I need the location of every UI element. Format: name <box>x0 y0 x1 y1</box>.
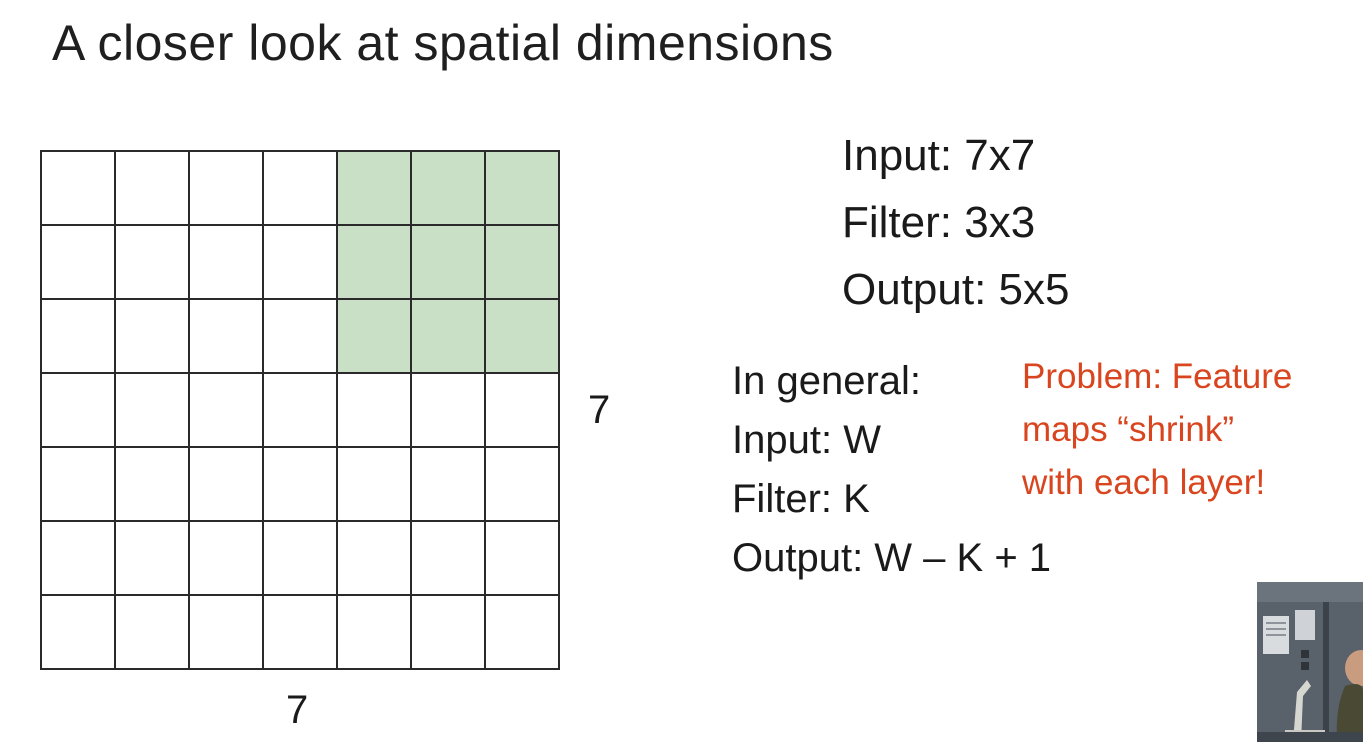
grid-cell <box>412 596 486 670</box>
grid-cell <box>190 152 264 226</box>
grid-cell <box>42 374 116 448</box>
grid-cell <box>190 226 264 300</box>
webcam-scene <box>1257 582 1363 742</box>
grid-cell <box>190 522 264 596</box>
grid-cell <box>42 448 116 522</box>
grid-cell <box>486 522 560 596</box>
grid-cell <box>42 300 116 374</box>
grid-cell <box>42 152 116 226</box>
spec-input: Input: 7x7 <box>842 131 1036 180</box>
grid-cell <box>264 448 338 522</box>
filter-window-cell <box>486 226 560 300</box>
general-filter: Filter: K <box>732 477 870 521</box>
grid-cell <box>338 596 412 670</box>
grid-cell <box>42 226 116 300</box>
input-grid <box>40 150 560 670</box>
grid-cell <box>486 448 560 522</box>
grid-cell <box>116 152 190 226</box>
filter-window-cell <box>412 152 486 226</box>
grid-cell <box>486 596 560 670</box>
grid-cell <box>264 152 338 226</box>
grid-cell <box>116 226 190 300</box>
grid-cell <box>338 448 412 522</box>
grid-cell <box>264 374 338 448</box>
grid-cell <box>412 448 486 522</box>
problem-line-2: maps “shrink” <box>1022 410 1234 449</box>
spec-output: Output: 5x5 <box>842 265 1070 314</box>
filter-window-cell <box>486 152 560 226</box>
grid-cell <box>116 300 190 374</box>
filter-window-cell <box>338 226 412 300</box>
filter-window-cell <box>412 226 486 300</box>
general-heading: In general: <box>732 359 922 403</box>
grid-cell <box>42 596 116 670</box>
filter-window-cell <box>486 300 560 374</box>
grid-cell <box>264 226 338 300</box>
grid-cell <box>190 448 264 522</box>
grid-cell <box>486 374 560 448</box>
general-output: Output: W – K + 1 <box>732 536 1052 580</box>
grid-cell <box>412 522 486 596</box>
speaker-webcam-thumbnail <box>1257 582 1363 742</box>
grid-cell <box>116 448 190 522</box>
problem-line-3: with each layer! <box>1022 463 1266 502</box>
problem-note: Problem: Feature maps “shrink” with each… <box>1022 350 1292 509</box>
grid-cell <box>190 596 264 670</box>
grid-cell <box>190 374 264 448</box>
grid-cell <box>42 522 116 596</box>
grid-cell <box>116 596 190 670</box>
filter-window-cell <box>338 152 412 226</box>
grid-height-label: 7 <box>588 388 611 432</box>
grid-cell <box>264 300 338 374</box>
filter-window-cell <box>412 300 486 374</box>
grid-width-label: 7 <box>286 688 309 732</box>
general-formula: In general: Input: W Filter: K Output: W… <box>732 352 1051 588</box>
slide-title: A closer look at spatial dimensions <box>52 15 834 71</box>
grid-cell <box>116 522 190 596</box>
grid-cell <box>264 522 338 596</box>
example-specs: Input: 7x7 Filter: 3x3 Output: 5x5 <box>842 122 1069 323</box>
grid-cell <box>338 522 412 596</box>
filter-window-cell <box>338 300 412 374</box>
grid-cell <box>116 374 190 448</box>
spec-filter: Filter: 3x3 <box>842 198 1036 247</box>
grid-cell <box>412 374 486 448</box>
grid-cell <box>338 374 412 448</box>
grid-cell <box>264 596 338 670</box>
problem-line-1: Problem: Feature <box>1022 357 1293 396</box>
general-input: Input: W <box>732 418 881 462</box>
grid-cell <box>190 300 264 374</box>
